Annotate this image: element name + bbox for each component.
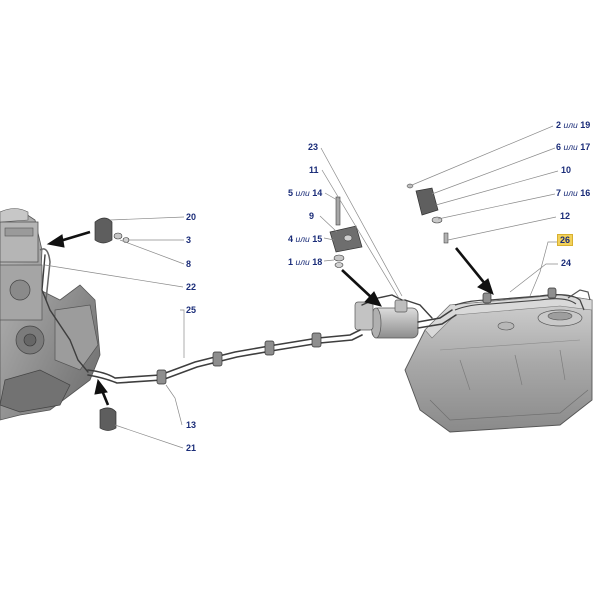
callout-25: 25: [186, 305, 196, 315]
callout-2-or-19: 2 или 19: [556, 120, 590, 130]
engine-block: [0, 208, 101, 421]
line-clips: [156, 287, 557, 385]
callout-3: 3: [186, 235, 191, 245]
callout-9: 9: [309, 211, 314, 221]
callout-number: 7: [556, 188, 562, 198]
callout-6-or-17: 6 или 17: [556, 142, 590, 152]
fuel-filter: [354, 299, 419, 339]
clamp-parts: [94, 217, 130, 431]
or-word: или: [295, 234, 310, 244]
or-word: или: [563, 120, 578, 130]
callout-1-or-18: 1 или 18: [288, 257, 322, 267]
callout-number: 14: [312, 188, 323, 198]
callout-number: 12: [560, 211, 571, 221]
callout-10: 10: [561, 165, 571, 175]
callout-number: 19: [580, 120, 591, 130]
callout-5-or-14: 5 или 14: [288, 188, 322, 198]
leader-lines: [44, 125, 559, 449]
callout-number: 15: [312, 234, 323, 244]
callout-number: 24: [561, 258, 572, 268]
tank-mount-parts: [406, 183, 449, 244]
callout-number: 2: [556, 120, 562, 130]
callout-8: 8: [186, 259, 191, 269]
filler-pipe: [567, 289, 591, 301]
callout-24: 24: [561, 258, 571, 268]
or-word: или: [295, 188, 310, 198]
callout-12: 12: [560, 211, 570, 221]
callout-4-or-15: 4 или 15: [288, 234, 322, 244]
callout-number: 25: [186, 305, 197, 315]
callout-20: 20: [186, 212, 196, 222]
callout-number: 3: [186, 235, 192, 245]
callout-number: 6: [556, 142, 562, 152]
callout-number: 17: [580, 142, 591, 152]
callout-number: 4: [288, 234, 294, 244]
callout-7-or-16: 7 или 16: [556, 188, 590, 198]
or-word: или: [563, 188, 578, 198]
fuel-lines: [41, 254, 457, 384]
callout-number: 20: [186, 212, 197, 222]
callout-22: 22: [186, 282, 196, 292]
or-word: или: [563, 142, 578, 152]
callout-26-highlighted: 26: [556, 234, 574, 246]
callout-number: 8: [186, 259, 192, 269]
callout-number: 10: [561, 165, 572, 175]
callout-number: 16: [580, 188, 591, 198]
callout-number: 11: [309, 165, 319, 175]
callout-21: 21: [186, 443, 196, 453]
callout-number: 1: [288, 257, 294, 267]
callout-number: 5: [288, 188, 294, 198]
filter-mount-parts: [329, 196, 363, 268]
callout-number: 21: [186, 443, 197, 453]
or-word: или: [295, 257, 310, 267]
callout-number: 22: [186, 282, 197, 292]
callout-23: 23: [308, 142, 318, 152]
callout-13: 13: [186, 420, 196, 430]
callout-number: 13: [186, 420, 197, 430]
callout-number-highlight: 26: [556, 234, 574, 246]
callout-number: 18: [312, 257, 323, 267]
fuel-tank: [404, 294, 593, 433]
callout-number: 23: [308, 142, 319, 152]
callout-number: 9: [309, 211, 315, 221]
callout-11: 11: [309, 165, 319, 175]
assembly-arrows: [46, 230, 494, 406]
